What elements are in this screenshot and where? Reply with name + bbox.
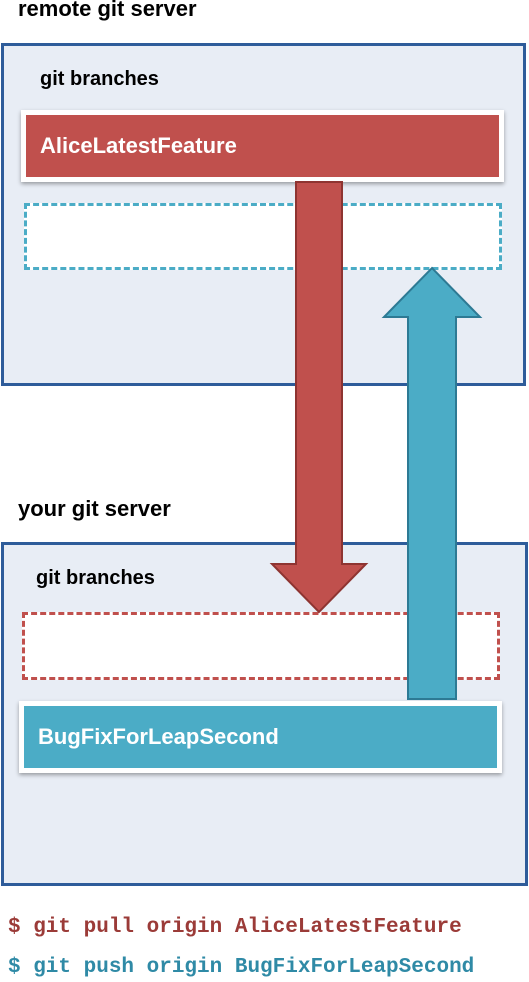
up-arrow-icon: [381, 266, 483, 700]
push-command: $ git push origin BugFixForLeapSecond: [8, 956, 475, 979]
remote-branch-alice[interactable]: AliceLatestFeature: [21, 110, 504, 182]
remote-server-title: remote git server: [18, 0, 197, 21]
local-branches-label: git branches: [36, 567, 155, 589]
local-branch-bugfix[interactable]: BugFixForLeapSecond: [19, 701, 502, 773]
down-arrow-icon: [269, 181, 369, 614]
remote-branch-placeholder: [24, 203, 502, 270]
remote-branches-label: git branches: [40, 68, 159, 90]
pull-command: $ git pull origin AliceLatestFeature: [8, 916, 462, 939]
local-server-title: your git server: [18, 496, 171, 521]
